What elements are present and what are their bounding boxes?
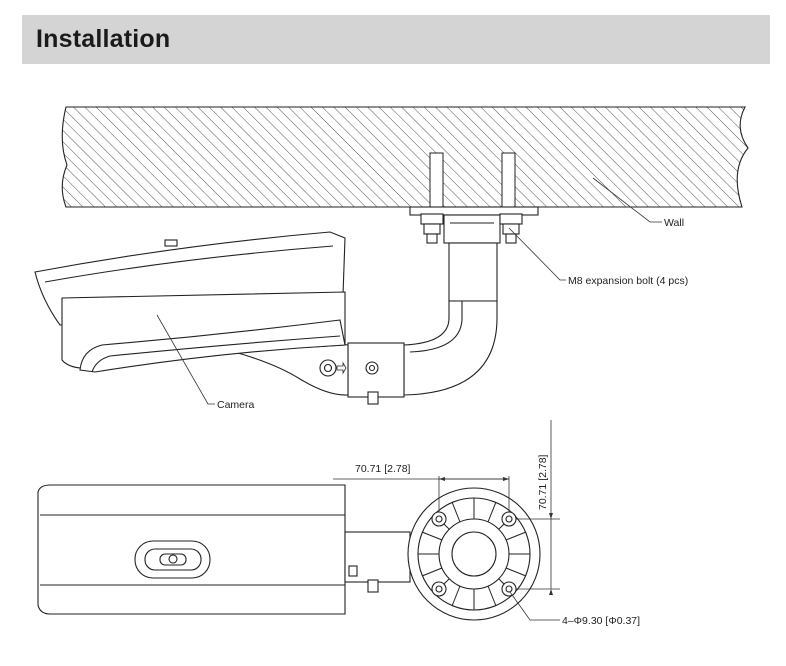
height-dimension-label: 70.71 [2.78] (537, 454, 549, 510)
hole-dimension-label: 4–Φ9.30 [Φ0.37] (562, 615, 640, 627)
dimension-arrows (439, 477, 553, 595)
page-title: Installation (36, 25, 171, 53)
camera-side-view (37, 484, 411, 615)
mount-plate-front-view (407, 487, 541, 621)
width-dimension-label: 70.71 [2.78] (355, 463, 411, 475)
camera-illustration (34, 231, 346, 373)
camera-label: Camera (217, 399, 255, 411)
wall-label: Wall (664, 217, 684, 229)
section-header-bar: Installation (22, 15, 770, 64)
callout-leaders (156, 177, 662, 405)
bolt-label: M8 expansion bolt (4 pcs) (568, 275, 688, 287)
wall-illustration (61, 106, 749, 208)
dimension-lines (333, 420, 560, 621)
bracket-illustration (214, 206, 539, 405)
